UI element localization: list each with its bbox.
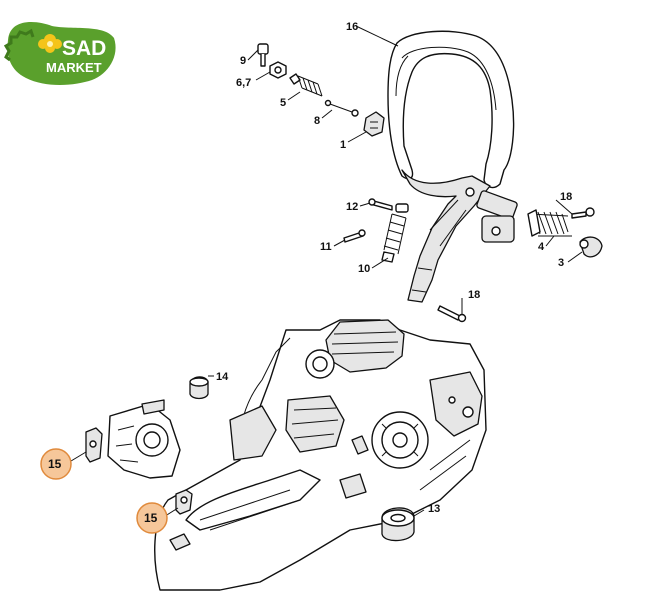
callout-6-7: 6,7 xyxy=(236,77,251,89)
engine-housing xyxy=(154,319,487,591)
annular-buffer-15-right xyxy=(175,489,193,515)
callout-18-top: 18 xyxy=(560,191,572,203)
cable-8 xyxy=(324,99,359,117)
highlight-callout-15-right: 15 xyxy=(136,502,168,534)
callout-12: 12 xyxy=(346,201,358,213)
gear-shape xyxy=(3,28,35,62)
screw-18-top xyxy=(571,207,595,219)
nut-14 xyxy=(189,376,209,400)
flower-icon xyxy=(38,34,62,53)
leaf-shape xyxy=(7,21,116,85)
callout-10: 10 xyxy=(358,263,370,275)
callout-1: 1 xyxy=(340,139,346,151)
callout-9: 9 xyxy=(240,55,246,67)
callout-18-bottom: 18 xyxy=(468,289,480,301)
spring-4 xyxy=(527,209,572,237)
leader-lines xyxy=(65,25,583,519)
screw-9 xyxy=(257,43,269,67)
buffer-3 xyxy=(579,236,603,258)
logo-text-market: MARKET xyxy=(46,60,102,75)
logo-text-sad: SAD xyxy=(62,37,106,60)
spring-5 xyxy=(289,73,323,97)
callout-8: 8 xyxy=(314,115,320,127)
buffer-13 xyxy=(381,507,415,542)
handlebar-part xyxy=(387,30,518,303)
callout-16: 16 xyxy=(346,21,358,33)
screw-11 xyxy=(343,229,366,243)
screw-18-bottom xyxy=(437,305,467,323)
highlight-label-15-right: 15 xyxy=(144,511,158,525)
highlight-callout-15-left: 15 xyxy=(40,448,72,480)
screw-12 xyxy=(368,198,393,211)
nut-6-7 xyxy=(269,61,287,79)
spring-10 xyxy=(381,203,409,263)
callout-4: 4 xyxy=(538,241,545,253)
highlight-label-15-left: 15 xyxy=(48,457,62,471)
callout-13: 13 xyxy=(428,503,440,515)
callout-5: 5 xyxy=(280,97,286,109)
annular-buffer-15-left xyxy=(85,399,181,479)
callout-11: 11 xyxy=(320,241,332,253)
callout-3: 3 xyxy=(558,257,564,269)
buffer-1 xyxy=(363,111,385,137)
sad-market-logo: SAD MARKET xyxy=(3,21,116,85)
callout-14: 14 xyxy=(216,371,229,383)
